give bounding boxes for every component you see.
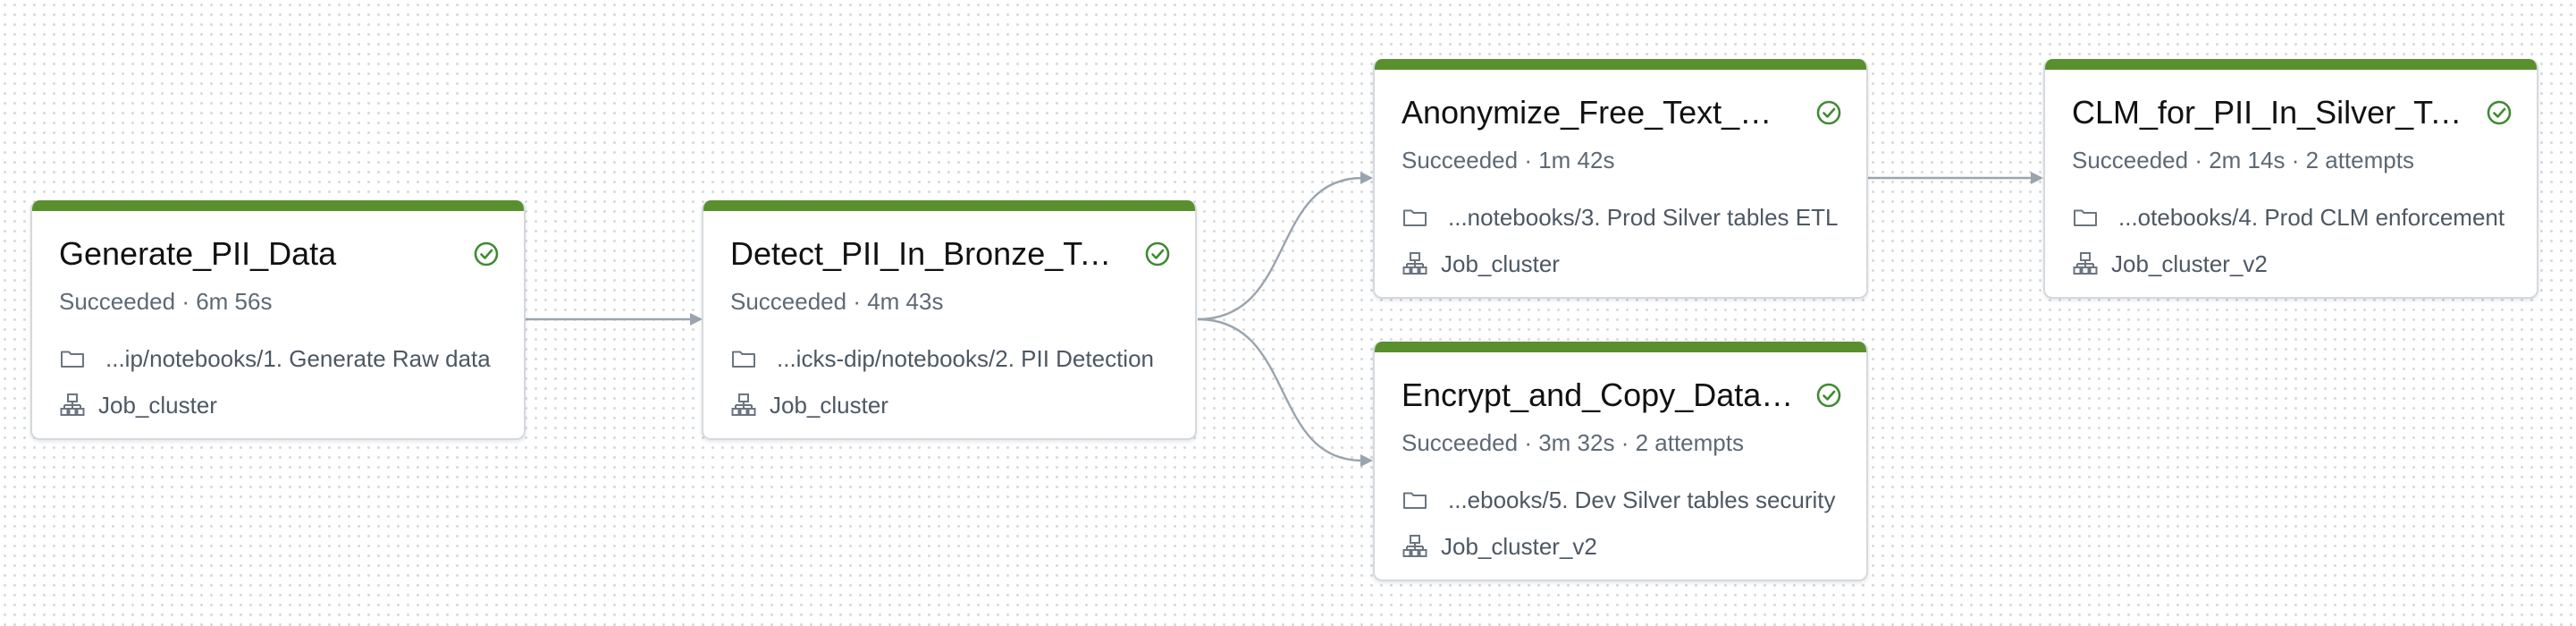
notebook-path[interactable]: ...icks-dip/notebooks/2. PII Detection: [777, 344, 1154, 372]
task-name: Encrypt_and_Copy_Data_t...: [1402, 376, 1795, 413]
task-name: Anonymize_Free_Text_Col...: [1402, 94, 1795, 131]
task-node-detect-pii-in-bronze[interactable]: Detect_PII_In_Bronze_Tabl... Succeeded ·…: [702, 200, 1197, 440]
task-name: Generate_PII_Data: [59, 235, 337, 272]
notebook-path-row: ...ebooks/5. Dev Silver tables security: [1402, 485, 1836, 515]
notebook-path[interactable]: ...ip/notebooks/1. Generate Raw data: [105, 344, 491, 372]
cluster-hierarchy-icon: [2073, 252, 2098, 275]
check-circle-icon: [1816, 383, 1841, 408]
run-status-duration: Succeeded · 6m 56s: [59, 288, 273, 315]
edge-arrow-head: [2031, 172, 2043, 184]
cluster-name[interactable]: Job_cluster: [1441, 250, 1560, 277]
run-status-duration: Succeeded · 1m 42s: [1402, 147, 1615, 173]
edge-detect-to-anonymize: [1197, 176, 1363, 321]
edge-arrow-head: [1360, 454, 1373, 467]
check-circle-icon: [1145, 241, 1170, 266]
cluster-name[interactable]: Job_cluster_v2: [2111, 250, 2268, 277]
check-circle-icon: [2487, 100, 2512, 125]
cluster-hierarchy-icon: [1402, 535, 1427, 557]
edge-arrow-head: [1360, 172, 1373, 184]
cluster-name[interactable]: Job_cluster_v2: [1441, 532, 1597, 560]
folder-icon: [1403, 492, 1427, 509]
notebook-path[interactable]: ...ebooks/5. Dev Silver tables security: [1448, 486, 1836, 513]
task-node-generate-pii-data[interactable]: Generate_PII_Data Succeeded · 6m 56s ...…: [30, 200, 526, 440]
notebook-path[interactable]: ...otebooks/4. Prod CLM enforcement: [2118, 203, 2505, 231]
notebook-path[interactable]: ...notebooks/3. Prod Silver tables ETL: [1448, 203, 1839, 231]
status-bar-succeeded: [2045, 59, 2537, 70]
notebook-path-row: ...icks-dip/notebooks/2. PII Detection: [730, 343, 1154, 374]
cluster-row: Job_cluster: [1402, 249, 1560, 279]
folder-icon: [2074, 209, 2097, 226]
task-node-clm-for-pii-in-silver[interactable]: CLM_for_PII_In_Silver_Tab... Succeeded ·…: [2043, 59, 2538, 299]
cluster-hierarchy-icon: [731, 393, 756, 416]
status-bar-succeeded: [1375, 342, 1866, 352]
status-bar-succeeded: [1375, 59, 1866, 70]
cluster-row: Job_cluster: [730, 390, 888, 420]
cluster-name[interactable]: Job_cluster: [770, 391, 888, 419]
folder-icon: [732, 351, 755, 368]
status-bar-succeeded: [32, 200, 524, 211]
task-name: CLM_for_PII_In_Silver_Tab...: [2072, 94, 2465, 131]
status-bar-succeeded: [703, 200, 1195, 211]
notebook-path-row: ...notebooks/3. Prod Silver tables ETL: [1402, 202, 1838, 233]
edge-arrow-head: [690, 313, 703, 326]
cluster-row: Job_cluster: [59, 390, 217, 420]
task-node-anonymize-free-text[interactable]: Anonymize_Free_Text_Col... Succeeded · 1…: [1373, 59, 1868, 299]
task-node-encrypt-and-copy-data[interactable]: Encrypt_and_Copy_Data_t... Succeeded · 3…: [1373, 342, 1868, 581]
check-circle-icon: [1816, 100, 1841, 125]
run-status-duration: Succeeded · 2m 14s · 2 attempts: [2072, 147, 2414, 173]
folder-icon: [1403, 209, 1427, 226]
check-circle-icon: [474, 241, 499, 266]
cluster-name[interactable]: Job_cluster: [98, 391, 217, 419]
edge-detect-to-encrypt: [1197, 317, 1363, 462]
folder-icon: [61, 351, 84, 368]
cluster-hierarchy-icon: [1402, 252, 1427, 275]
cluster-row: Job_cluster_v2: [2072, 249, 2268, 279]
task-name: Detect_PII_In_Bronze_Tabl...: [730, 235, 1124, 272]
run-status-duration: Succeeded · 3m 32s · 2 attempts: [1402, 429, 1744, 456]
cluster-row: Job_cluster_v2: [1402, 531, 1597, 562]
run-status-duration: Succeeded · 4m 43s: [730, 288, 944, 315]
cluster-hierarchy-icon: [60, 393, 85, 416]
notebook-path-row: ...ip/notebooks/1. Generate Raw data: [59, 343, 491, 374]
notebook-path-row: ...otebooks/4. Prod CLM enforcement: [2072, 202, 2504, 233]
